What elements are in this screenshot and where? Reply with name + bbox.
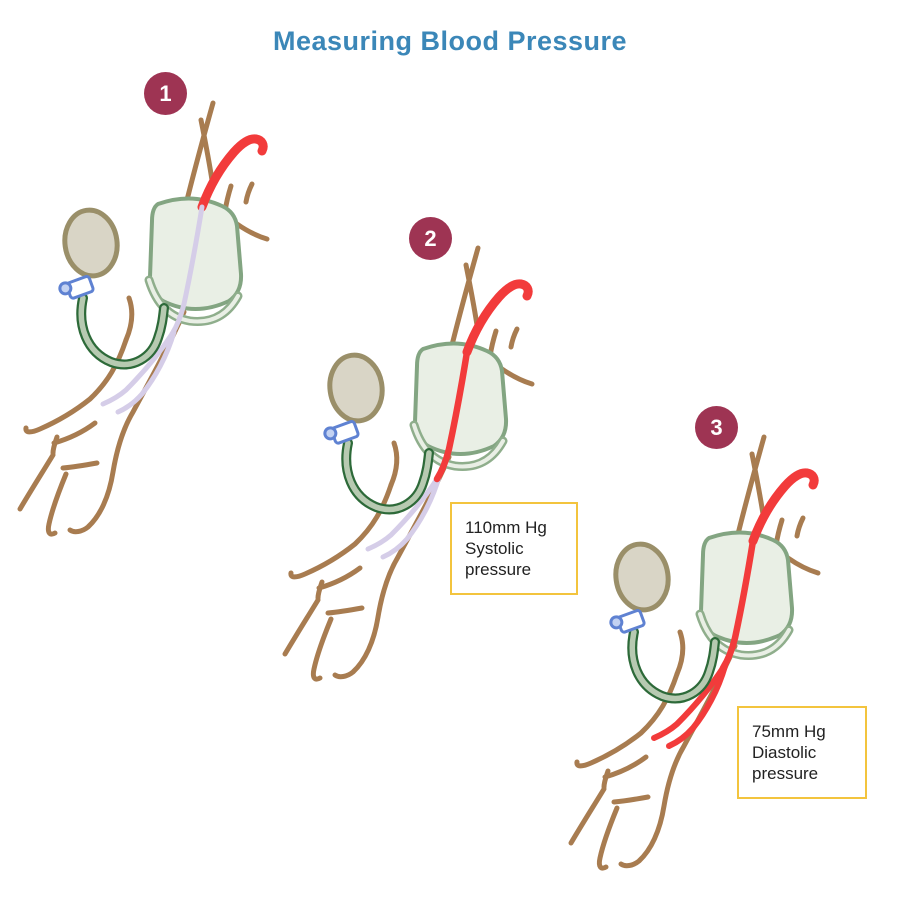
step-1-badge: 1 (144, 72, 187, 115)
step-2-number: 2 (424, 226, 437, 251)
diastolic-pressure-label: 75mm Hg Diastolic pressure (737, 706, 867, 799)
page-title: Measuring Blood Pressure (272, 26, 628, 56)
systolic-pressure-label: 110mm Hg Systolic pressure (450, 502, 578, 595)
arm-illustration-step-3 (571, 437, 818, 868)
step-3-number: 3 (710, 415, 723, 440)
step-1-number: 1 (159, 81, 172, 106)
arm-illustration-step-1 (20, 103, 267, 534)
arm-illustration-step-2 (285, 248, 532, 679)
step-3-badge: 3 (695, 406, 738, 449)
step-2-badge: 2 (409, 217, 452, 260)
